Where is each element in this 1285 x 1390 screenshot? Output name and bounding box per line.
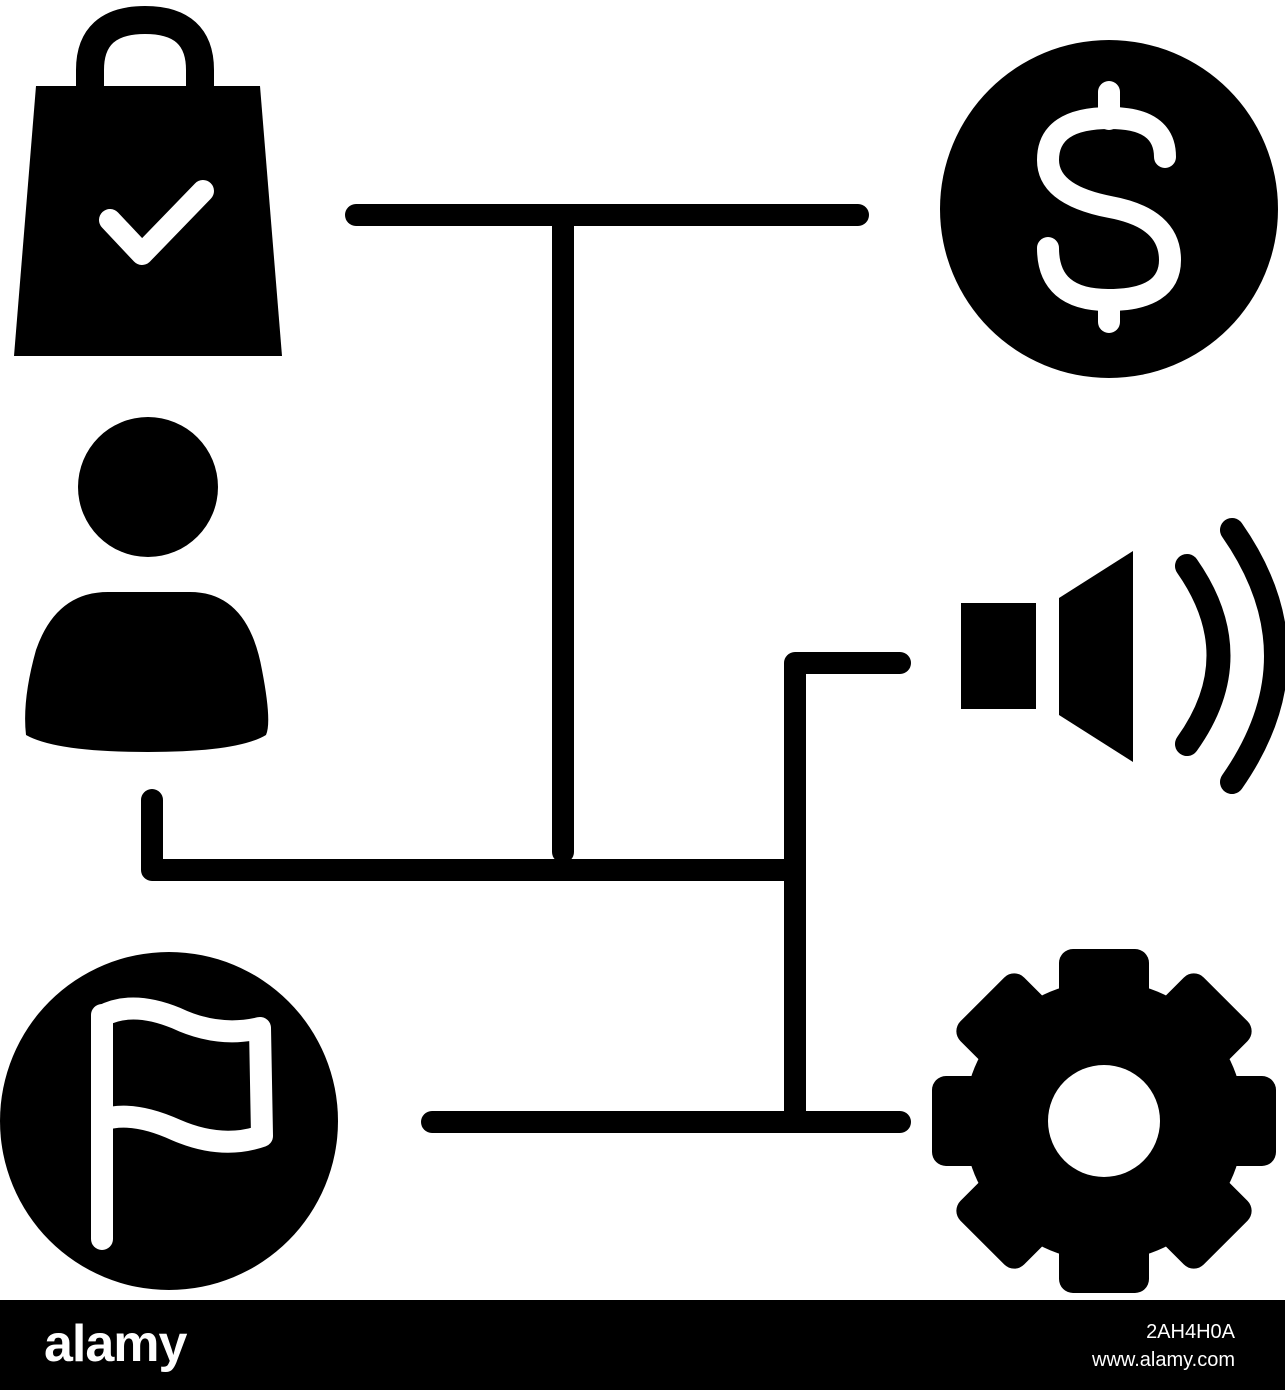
brand-logo: alamy [44, 1315, 187, 1373]
user-icon [25, 417, 269, 752]
speaker-volume-icon [961, 518, 1285, 794]
shopping-bag-check-icon [14, 5, 282, 356]
dollar-coin-icon [940, 40, 1278, 378]
image-id: 2AH4H0A [1146, 1321, 1235, 1343]
gear-icon [932, 949, 1276, 1293]
connector-user-bracket [141, 789, 801, 881]
stock-footer-bar: alamy 2AH4H0A www.alamy.com [0, 1300, 1285, 1390]
glyph-diagram [0, 5, 1285, 1293]
site-url: www.alamy.com [1092, 1349, 1235, 1371]
connector-speaker-bracket [784, 652, 911, 1133]
flag-icon [0, 952, 338, 1290]
connector-lines [141, 204, 911, 1133]
